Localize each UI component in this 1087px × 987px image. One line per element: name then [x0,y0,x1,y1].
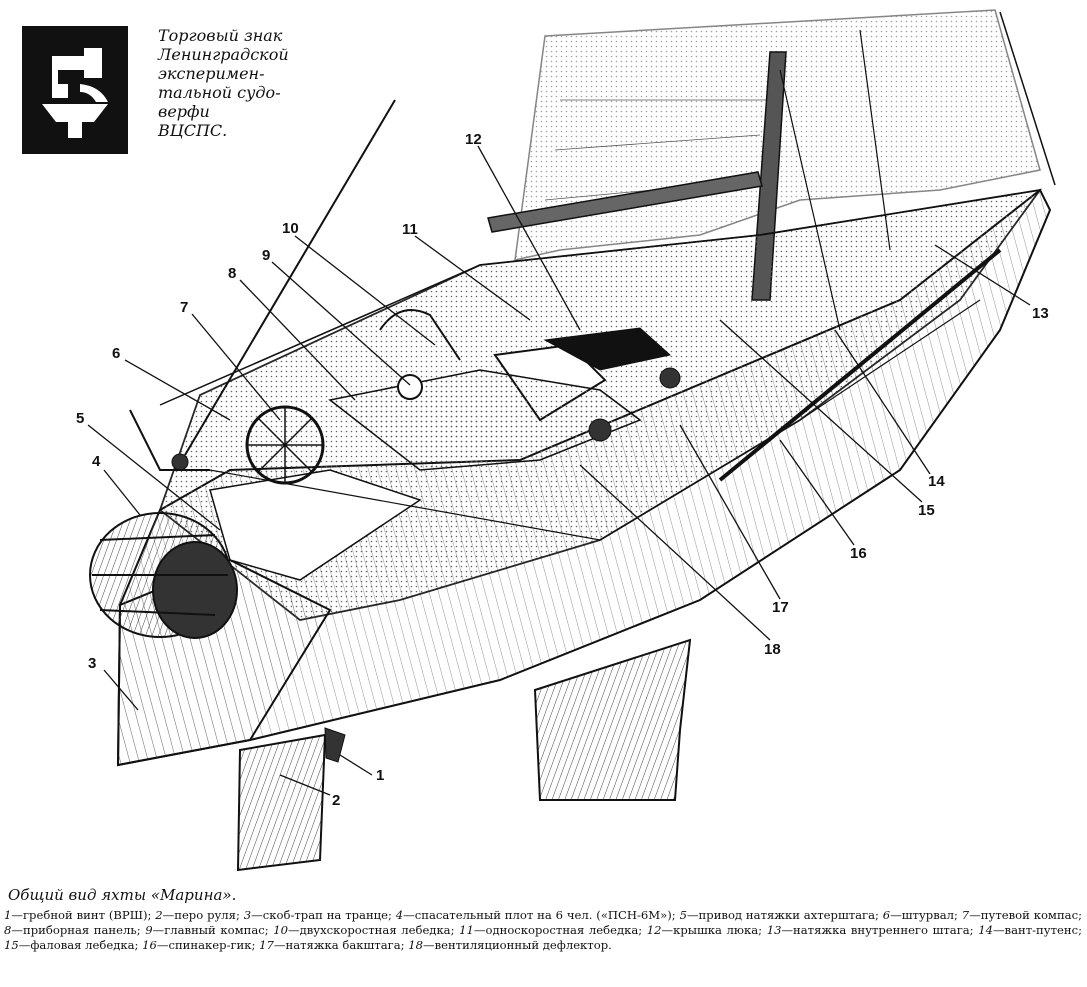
keel [533,638,692,801]
legend-item: 18—вентиляционный дефлектор. [408,938,612,952]
legend-item: 11—односкоростная лебедка; [459,923,647,937]
legend-item: 16—спинакер-гик; [142,938,260,952]
figure-legend: 1—гребной винт (ВРШ); 2—перо руля; 3—ско… [4,908,1082,953]
callout-label: 8 [228,265,236,282]
trademark-line: эксперимен- [158,64,265,83]
shroud [859,29,891,251]
boom [487,171,763,233]
forestay [999,11,1056,186]
legend-item: 15—фаловая лебедка; [4,938,143,952]
spinnaker-pole [718,248,1002,482]
winch [659,367,681,389]
callout-label: 17 [772,599,789,616]
trademark-line: Торговый знак [158,26,283,45]
legend-item: 17—натяжка бакштага; [259,938,409,952]
callout-label: 7 [180,299,188,316]
legend-item: 13—натяжка внутреннего штага; [766,923,979,937]
legend-item: 5—привод натяжки ахтерштага; [679,908,883,922]
legend-item: 12—крышка люка; [646,923,767,937]
winch [171,453,189,471]
legend-item: 4—спасательный плот на 6 чел. («ПСН-6М»)… [395,908,680,922]
callout-label: 4 [92,453,101,470]
leader-lines [87,145,1031,796]
callout-label: 12 [465,131,482,148]
rudder [236,733,327,872]
propeller [324,727,346,763]
winch [588,418,612,442]
lifeline [209,299,981,541]
trademark-text: Торговый знак Ленинградской эксперимен- … [158,26,318,140]
legend-item: 14—вант-путенс; [978,923,1082,937]
trademark-line: Ленинградской [158,45,289,64]
callout-label: 1 [376,767,384,784]
callout-label: 5 [76,410,84,427]
legend-item: 1—гребной винт (ВРШ); [4,908,156,922]
callout-label: 2 [332,792,340,809]
shipyard-logo [22,26,128,154]
trademark-line: ВЦСПС. [158,121,228,140]
callout-label: 9 [262,247,270,264]
callout-label: 16 [850,545,867,562]
pulpit [129,309,461,471]
legend-item: 8—приборная панель; [4,923,146,937]
shroud [779,69,841,331]
legend-item: 10—двухскоростная лебедка; [273,923,460,937]
callout-label: 15 [918,502,935,519]
callout-label: 10 [282,220,299,237]
callout-label: 13 [1032,305,1049,322]
trademark-line: тальной судо- [158,83,281,102]
figure-caption-title: Общий вид яхты «Марина». [8,886,237,904]
hatch-cover [543,327,672,371]
main-compass [397,374,423,400]
callout-label: 14 [928,473,945,490]
callout-label: 6 [112,345,120,362]
callout-label: 11 [402,221,418,238]
callout-label: 18 [764,641,781,658]
trademark-line: верфи [158,102,210,121]
life-raft [89,512,238,639]
callout-label: 3 [88,655,96,672]
lifeline [159,189,1041,406]
legend-item: 2—перо руля; [155,908,244,922]
legend-item: 3—скоб-трап на транце; [243,908,396,922]
legend-item: 7—путевой компас; [961,908,1082,922]
legend-item: 9—главный компас; [145,923,274,937]
legend-item: 6—штурвал; [882,908,962,922]
yacht-drawing: 1 2 3 4 5 6 7 8 9 10 11 12 13 14 15 16 1… [76,9,1056,872]
logo-emblem-icon [42,48,108,138]
